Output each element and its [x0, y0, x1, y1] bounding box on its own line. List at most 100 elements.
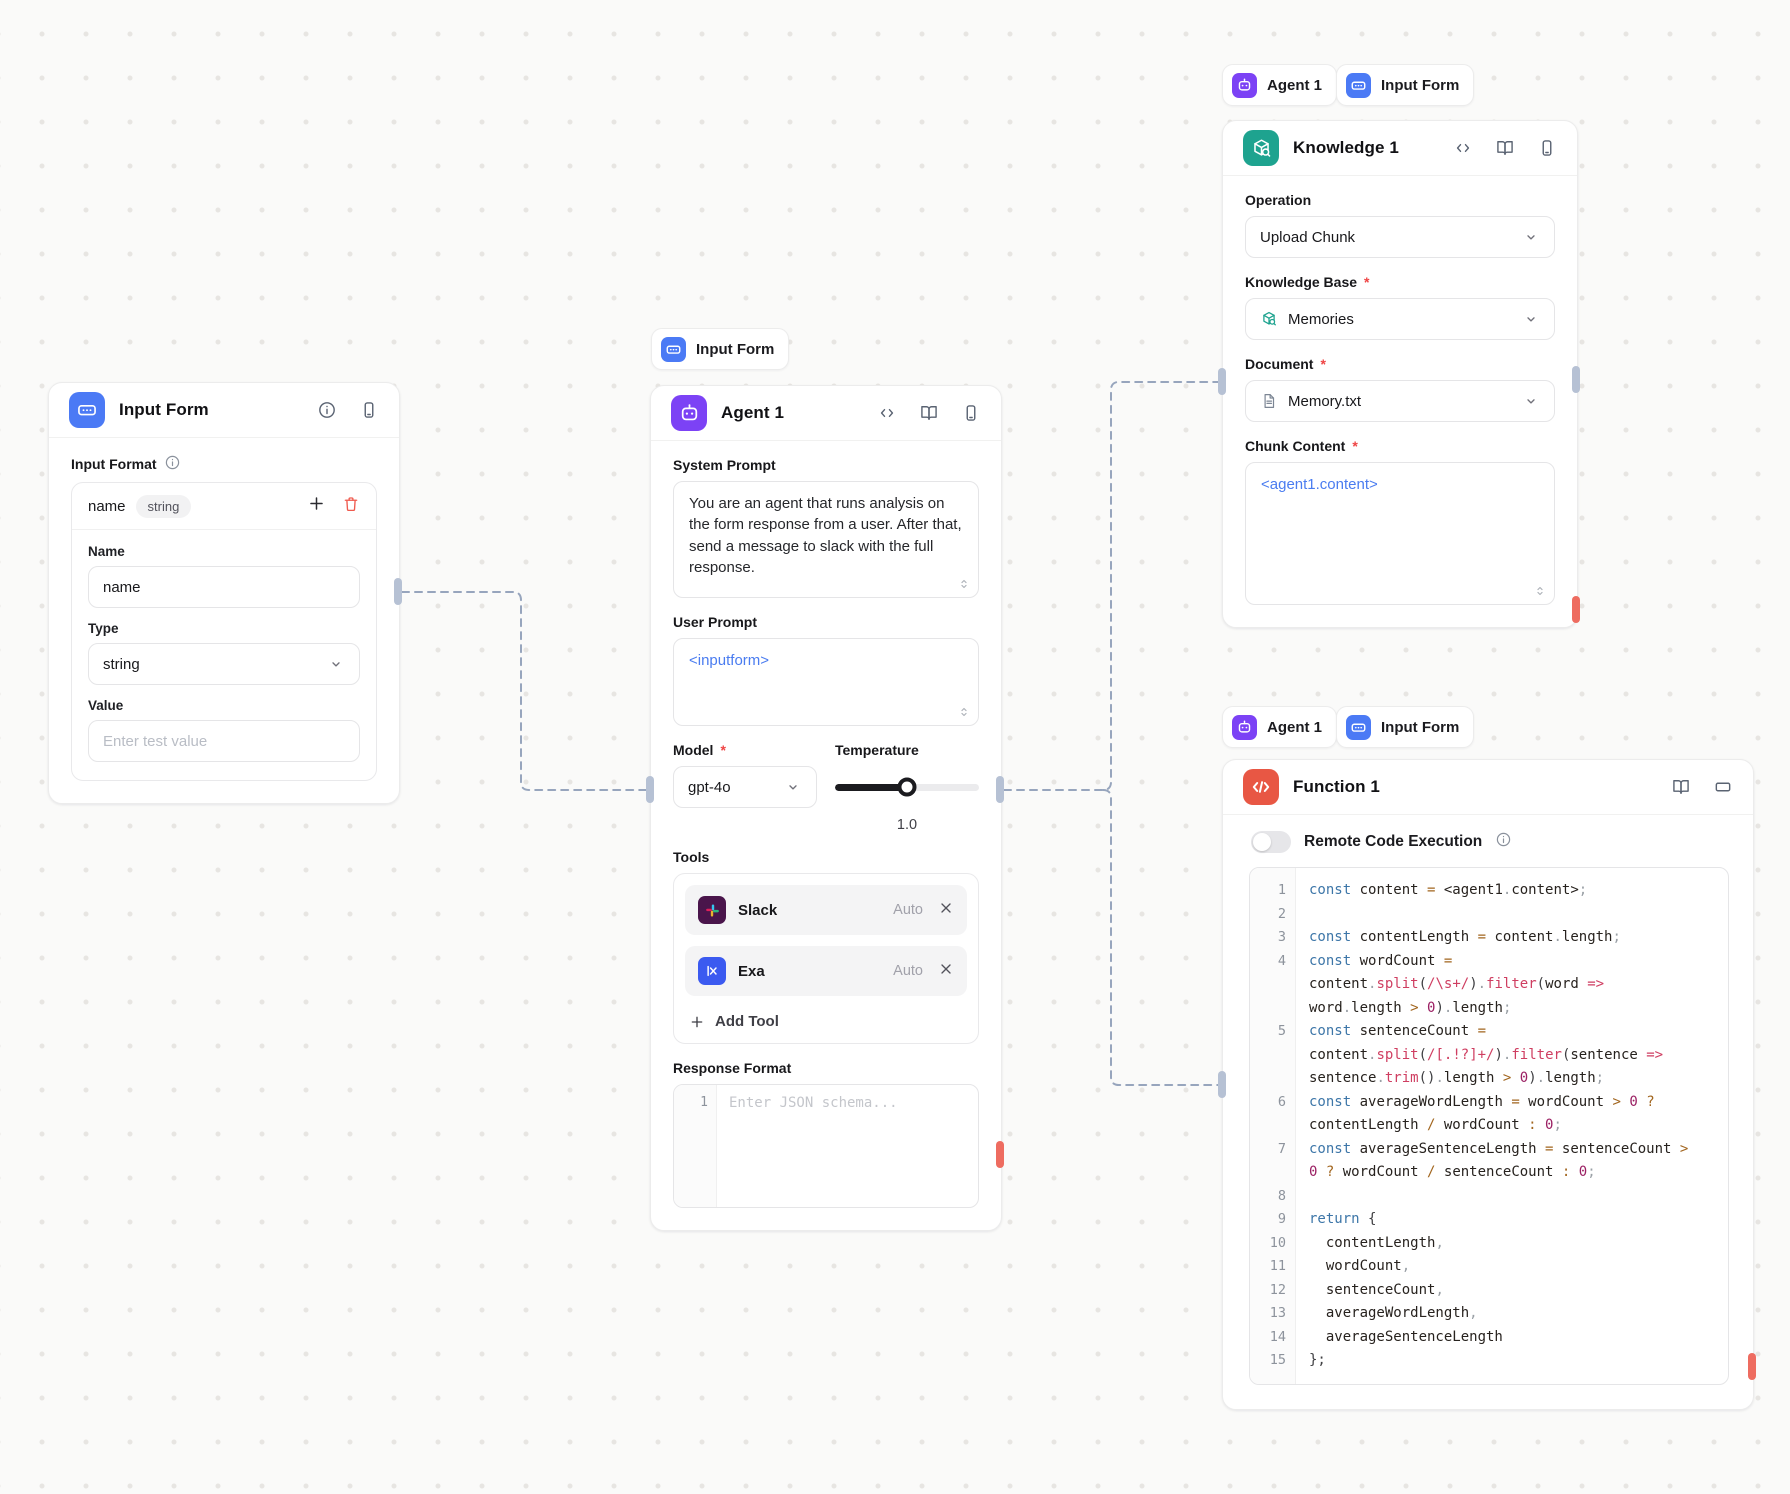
- document-label: Document*: [1245, 356, 1326, 372]
- agent-tag-pill[interactable]: Agent 1: [1222, 706, 1338, 748]
- node-title: Function 1: [1293, 777, 1380, 796]
- node-title: Agent 1: [721, 403, 785, 422]
- port-agent-error-output[interactable]: [996, 1141, 1004, 1168]
- knowledge-box-icon: [1243, 130, 1279, 166]
- info-icon[interactable]: [317, 400, 337, 420]
- field-type-chip: string: [135, 494, 192, 518]
- agent-robot-icon: [1232, 72, 1257, 98]
- document-select[interactable]: Memory.txt: [1245, 380, 1555, 422]
- add-field-icon[interactable]: [307, 494, 326, 518]
- info-icon[interactable]: [1495, 831, 1512, 853]
- connector-agent-to-function: [1102, 789, 1219, 1086]
- resize-handle-icon[interactable]: [957, 577, 971, 591]
- temperature-value: 1.0: [896, 817, 918, 833]
- chevron-down-icon: [1527, 235, 1535, 240]
- port-knowledge-input[interactable]: [1218, 368, 1226, 395]
- divider: [49, 437, 399, 438]
- response-format-placeholder[interactable]: Enter JSON schema...: [729, 1095, 898, 1111]
- input-format-card: name string Name: [71, 482, 377, 781]
- knowledge-node-header[interactable]: Knowledge 1: [1223, 121, 1577, 175]
- mobile-preview-icon[interactable]: [359, 400, 379, 420]
- resize-handle-icon[interactable]: [1533, 584, 1547, 598]
- input-form-tag-pill[interactable]: Input Form: [1336, 706, 1475, 748]
- user-prompt-textarea[interactable]: <inputform>: [673, 638, 979, 726]
- type-select[interactable]: string: [88, 643, 360, 685]
- input-format-label: Input Format: [71, 454, 377, 474]
- port-function-error-output[interactable]: [1748, 1353, 1756, 1380]
- response-format-editor[interactable]: 1 Enter JSON schema...: [673, 1084, 979, 1208]
- function-node-header[interactable]: Function 1: [1223, 760, 1753, 814]
- agent-robot-icon: [671, 395, 707, 431]
- port-agent-input[interactable]: [646, 776, 654, 803]
- document-file-icon: [1264, 394, 1275, 408]
- user-prompt-label: User Prompt: [673, 614, 758, 630]
- port-knowledge-output[interactable]: [1572, 366, 1580, 393]
- exa-icon: [698, 957, 726, 985]
- resize-handle-icon[interactable]: [957, 705, 971, 719]
- knowledge-base-select[interactable]: Memories: [1245, 298, 1555, 340]
- plus-icon: [691, 1016, 703, 1027]
- value-label: Value: [88, 698, 124, 713]
- input-form-icon: [69, 392, 105, 428]
- node-title: Knowledge 1: [1293, 138, 1399, 157]
- name-label: Name: [88, 544, 125, 559]
- agent-node[interactable]: Agent 1 System Prompt You are an agent t…: [650, 385, 1002, 1231]
- tool-row-slack[interactable]: Slack Auto: [685, 885, 967, 935]
- system-prompt-label: System Prompt: [673, 457, 776, 473]
- name-input[interactable]: [88, 566, 360, 608]
- docs-icon[interactable]: [1495, 138, 1515, 158]
- docs-icon[interactable]: [919, 403, 939, 423]
- model-label: Model*: [673, 742, 726, 758]
- response-format-label: Response Format: [673, 1060, 792, 1076]
- port-function-input[interactable]: [1218, 1071, 1226, 1098]
- input-form-tag-pill[interactable]: Input Form: [1336, 64, 1475, 106]
- system-prompt-textarea[interactable]: You are an agent that runs analysis on t…: [673, 481, 979, 598]
- operation-label: Operation: [1245, 192, 1312, 208]
- agent-node-header[interactable]: Agent 1: [651, 386, 1001, 440]
- chunk-content-label: Chunk Content*: [1245, 438, 1358, 454]
- divider: [1223, 814, 1753, 815]
- remote-code-execution-toggle[interactable]: [1251, 831, 1291, 853]
- line-number: 1: [674, 1085, 717, 1207]
- port-knowledge-error-output[interactable]: [1572, 596, 1580, 623]
- temperature-label: Temperature: [835, 742, 919, 758]
- agent-tag-pill[interactable]: Agent 1: [1222, 64, 1338, 106]
- mobile-preview-icon[interactable]: [1537, 138, 1557, 158]
- info-icon[interactable]: [164, 454, 181, 474]
- temperature-slider[interactable]: [835, 766, 979, 808]
- add-tool-button[interactable]: Add Tool: [685, 1007, 967, 1032]
- code-view-icon[interactable]: [877, 403, 897, 423]
- input-form-node[interactable]: Input Form Input Format name string: [48, 382, 400, 804]
- delete-field-icon[interactable]: [342, 495, 360, 518]
- input-form-tag-pill[interactable]: Input Form: [651, 328, 790, 370]
- model-select[interactable]: gpt-4o: [673, 766, 817, 808]
- chevron-down-icon: [789, 785, 797, 790]
- tool-row-exa[interactable]: Exa Auto: [685, 946, 967, 996]
- expand-editor-icon[interactable]: [1713, 777, 1733, 797]
- code-content[interactable]: const content = <agent1.content>; const …: [1309, 882, 1689, 1368]
- input-form-icon: [1346, 714, 1371, 740]
- mobile-preview-icon[interactable]: [961, 403, 981, 423]
- tools-label: Tools: [673, 849, 710, 865]
- port-inputform-output[interactable]: [394, 578, 402, 605]
- slider-knob[interactable]: [897, 777, 917, 797]
- remove-tool-icon[interactable]: [938, 961, 954, 982]
- operation-select[interactable]: Upload Chunk: [1245, 216, 1555, 258]
- knowledge-node[interactable]: Knowledge 1 Operation Upload Chunk Knowl…: [1222, 120, 1578, 628]
- value-input[interactable]: [88, 720, 360, 762]
- connector-agent-to-knowledge: [1003, 381, 1219, 791]
- port-agent-output[interactable]: [996, 776, 1004, 803]
- divider: [651, 440, 1001, 441]
- chevron-down-icon: [332, 662, 340, 667]
- chevron-down-icon: [1527, 317, 1535, 322]
- chunk-content-textarea[interactable]: <agent1.content>: [1245, 462, 1555, 605]
- remove-tool-icon[interactable]: [938, 900, 954, 921]
- docs-icon[interactable]: [1671, 777, 1691, 797]
- type-label: Type: [88, 621, 119, 636]
- input-form-node-header[interactable]: Input Form: [49, 383, 399, 437]
- tools-card: Slack Auto Exa Auto Add Tool: [673, 873, 979, 1044]
- code-view-icon[interactable]: [1453, 138, 1473, 158]
